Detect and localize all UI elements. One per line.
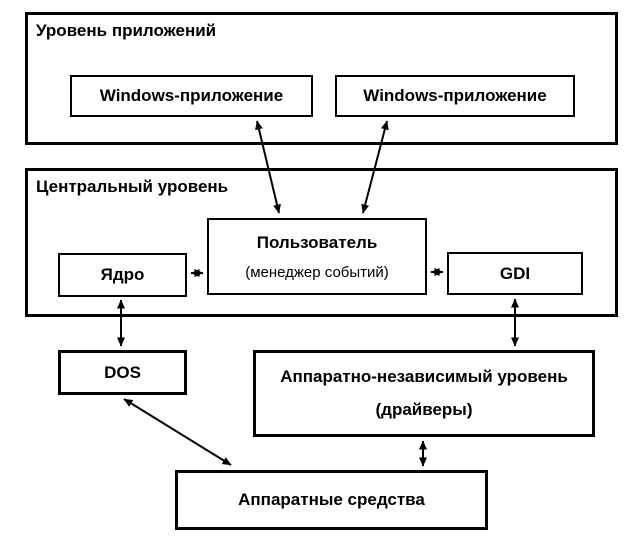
node-windows-application-2: Windows-приложение — [335, 75, 575, 117]
node-gdi-label: GDI — [499, 263, 531, 283]
node-dos: DOS — [58, 350, 187, 395]
node-windows-application-1-label: Windows-приложение — [99, 86, 284, 105]
node-kernel: Ядро — [58, 253, 187, 297]
node-user-event-manager: Пользователь (менеджер событий) — [207, 218, 427, 295]
node-kernel-label: Ядро — [100, 265, 145, 284]
arrow-dos-hardware — [123, 398, 232, 466]
node-driver-level-sublabel: (драйверы) — [375, 400, 473, 419]
node-dos-label: DOS — [104, 362, 141, 382]
node-hardware-independent-level: Аппаратно-независимый уровень (драйверы) — [253, 350, 595, 437]
application-level-title: Уровень приложений — [36, 21, 217, 40]
central-level-container: Центральный уровень — [25, 168, 618, 317]
node-driver-level-label: Аппаратно-независимый уровень — [280, 367, 568, 386]
node-gdi: GDI — [447, 252, 583, 295]
node-windows-application-2-label: Windows-приложение — [363, 86, 547, 105]
node-user-sublabel: (менеджер событий) — [245, 263, 389, 281]
node-windows-application-1: Windows-приложение — [70, 75, 313, 117]
central-level-title: Центральный уровень — [36, 177, 229, 196]
application-level-container: Уровень приложений — [25, 12, 618, 145]
node-hardware-label: Аппаратные средства — [238, 490, 425, 509]
node-hardware: Аппаратные средства — [175, 470, 488, 530]
node-user-label: Пользователь — [256, 232, 378, 252]
